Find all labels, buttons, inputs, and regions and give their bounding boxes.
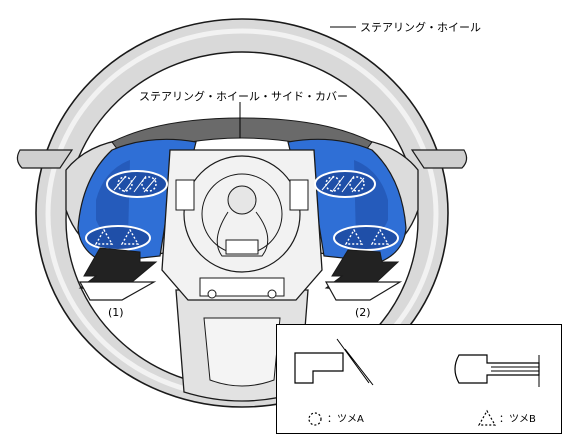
wheel-label: ステアリング・ホイール: [360, 21, 481, 34]
dashed-circle-icon: [308, 412, 322, 426]
bottom-spoke-inner: [203, 317, 281, 387]
step-1-label: (1): [108, 306, 124, 319]
claw-b-detail-icon: [454, 354, 540, 384]
claw-a-detail-icon: [294, 352, 344, 384]
claw-a-hatch-right: [321, 175, 365, 193]
claw-a-detail-lines: [336, 338, 374, 386]
hub-wiring: [216, 211, 269, 257]
step-2-label: (2): [355, 306, 371, 319]
removal-arrow-1-base: [78, 281, 157, 301]
hub-center: [227, 185, 257, 215]
side-cover-label: ステアリング・ホイール・サイド・カバー: [139, 90, 348, 103]
claw-a-region-left: [106, 170, 168, 198]
claw-a-legend-label: ：ツメA: [327, 414, 364, 425]
hub-bracket-right: [289, 179, 309, 211]
claw-b-region-right: [333, 225, 399, 251]
claw-a-marker-left-1: [117, 176, 133, 192]
claw-a-region-right: [314, 170, 376, 198]
right-stalk: [410, 149, 468, 169]
claw-a-hatch-left: [113, 175, 157, 193]
hub-bolt-2: [267, 289, 277, 299]
claw-a-marker-right-2: [349, 176, 365, 192]
top-trim: [111, 117, 373, 159]
dashed-triangle-icon: [477, 409, 497, 426]
removal-arrow-2-base: [324, 281, 403, 301]
legend-box: ：ツメA ：ツメB: [276, 324, 562, 434]
hub-ring: [183, 155, 301, 273]
left-stalk: [16, 149, 74, 169]
claw-b-detail-lines: [491, 355, 540, 387]
hub-base: [199, 277, 285, 297]
legend-illustrations: [294, 338, 540, 426]
hub-bolt-1: [207, 289, 217, 299]
claw-a-marker-left-2: [141, 176, 157, 192]
claw-b-region-left: [85, 225, 151, 251]
claw-b-marker-right-1: [344, 228, 364, 245]
claw-b-marker-right-2: [370, 228, 390, 245]
claw-b-legend-label: ：ツメB: [499, 414, 536, 425]
claw-a-marker-right-1: [325, 176, 341, 192]
claw-b-marker-left-2: [120, 228, 140, 245]
claw-b-marker-left-1: [94, 228, 114, 245]
center-hub: [161, 149, 323, 301]
hub-bracket-left: [175, 179, 195, 211]
hub-connector: [225, 239, 259, 255]
